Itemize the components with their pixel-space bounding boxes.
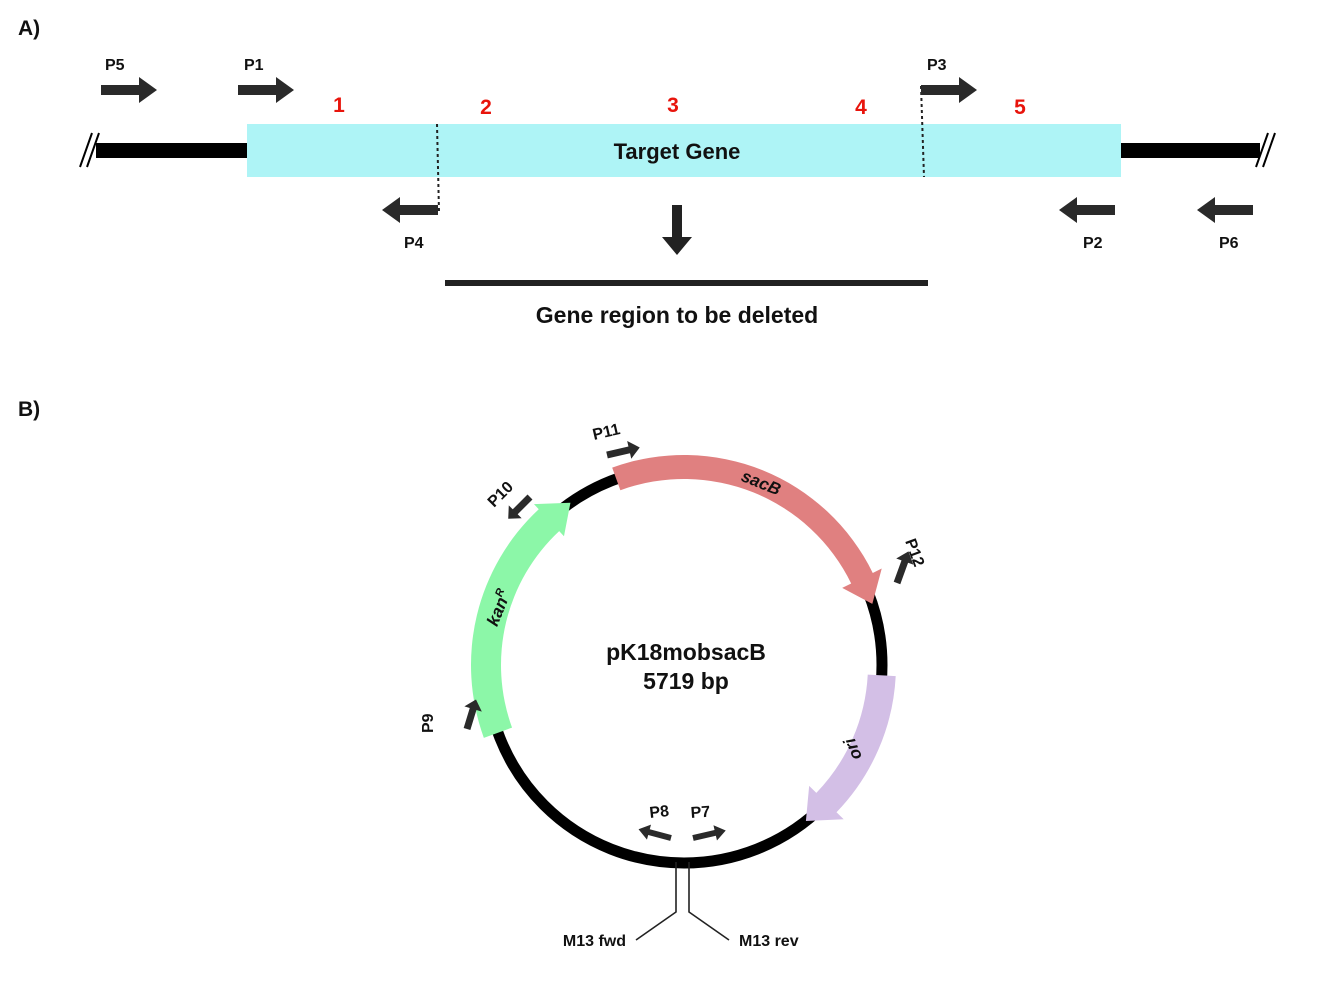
sacB-feature bbox=[612, 455, 882, 604]
chromosome-right bbox=[1120, 143, 1260, 158]
target-gene-box bbox=[247, 124, 1121, 177]
kanR-feature bbox=[471, 502, 571, 738]
panel-b-label: B) bbox=[18, 398, 40, 421]
primer-p9-label: P9 bbox=[420, 713, 437, 733]
m13-fwd-line bbox=[635, 862, 677, 941]
primer-p3-arrow bbox=[921, 77, 977, 103]
primer-p8-arrow bbox=[636, 821, 674, 846]
kanR-label-superscript: R bbox=[493, 587, 507, 599]
ori-feature bbox=[805, 674, 896, 822]
break-mark-right bbox=[1255, 132, 1276, 168]
m13-rev-line bbox=[688, 862, 730, 941]
chromosome-left bbox=[96, 143, 248, 158]
m13-fwd-label: M13 fwd bbox=[563, 933, 626, 950]
panel-a: A) Target Gene 1 2 3 4 5 P5 P1 P3 bbox=[18, 17, 1276, 328]
region-3-label: 3 bbox=[667, 94, 679, 117]
region-5-label: 5 bbox=[1014, 96, 1026, 119]
break-mark-left bbox=[79, 132, 100, 168]
region-4-label: 4 bbox=[855, 96, 867, 119]
deletion-caption: Gene region to be deleted bbox=[536, 302, 818, 328]
m13-rev-label: M13 rev bbox=[739, 933, 799, 950]
primer-p7-label: P7 bbox=[690, 804, 711, 822]
primer-p6-arrow bbox=[1197, 197, 1253, 223]
panel-a-label: A) bbox=[18, 17, 40, 40]
primer-p11-label: P11 bbox=[591, 421, 622, 444]
primer-p10-label: P10 bbox=[485, 479, 517, 511]
plasmid-name: pK18mobsacB bbox=[606, 639, 766, 665]
region-1-label: 1 bbox=[333, 94, 345, 117]
region-2-label: 2 bbox=[480, 96, 492, 119]
primer-p6-label: P6 bbox=[1219, 235, 1239, 252]
primer-p5-arrow bbox=[101, 77, 157, 103]
deletion-boundary-left bbox=[436, 123, 440, 213]
target-gene-label: Target Gene bbox=[614, 139, 741, 164]
deletion-down-arrow bbox=[662, 205, 692, 255]
primer-p3-label: P3 bbox=[927, 57, 947, 74]
primer-p2-label: P2 bbox=[1083, 235, 1103, 252]
primer-p2-arrow bbox=[1059, 197, 1115, 223]
primer-p1-label: P1 bbox=[244, 57, 264, 74]
primer-p1-arrow bbox=[238, 77, 294, 103]
primer-p5-label: P5 bbox=[105, 57, 125, 74]
deletion-region-bar bbox=[445, 280, 928, 286]
primer-p8-label: P8 bbox=[649, 803, 670, 822]
primer-p7-arrow bbox=[691, 822, 728, 846]
panel-b: B) sacB kanR ori pK18mobsacB 5719 bp P11… bbox=[18, 398, 927, 950]
primer-p4-label: P4 bbox=[404, 235, 424, 252]
primer-p11-arrow bbox=[604, 438, 642, 464]
plasmid-size: 5719 bp bbox=[643, 668, 729, 694]
primer-p4-arrow bbox=[382, 197, 438, 223]
